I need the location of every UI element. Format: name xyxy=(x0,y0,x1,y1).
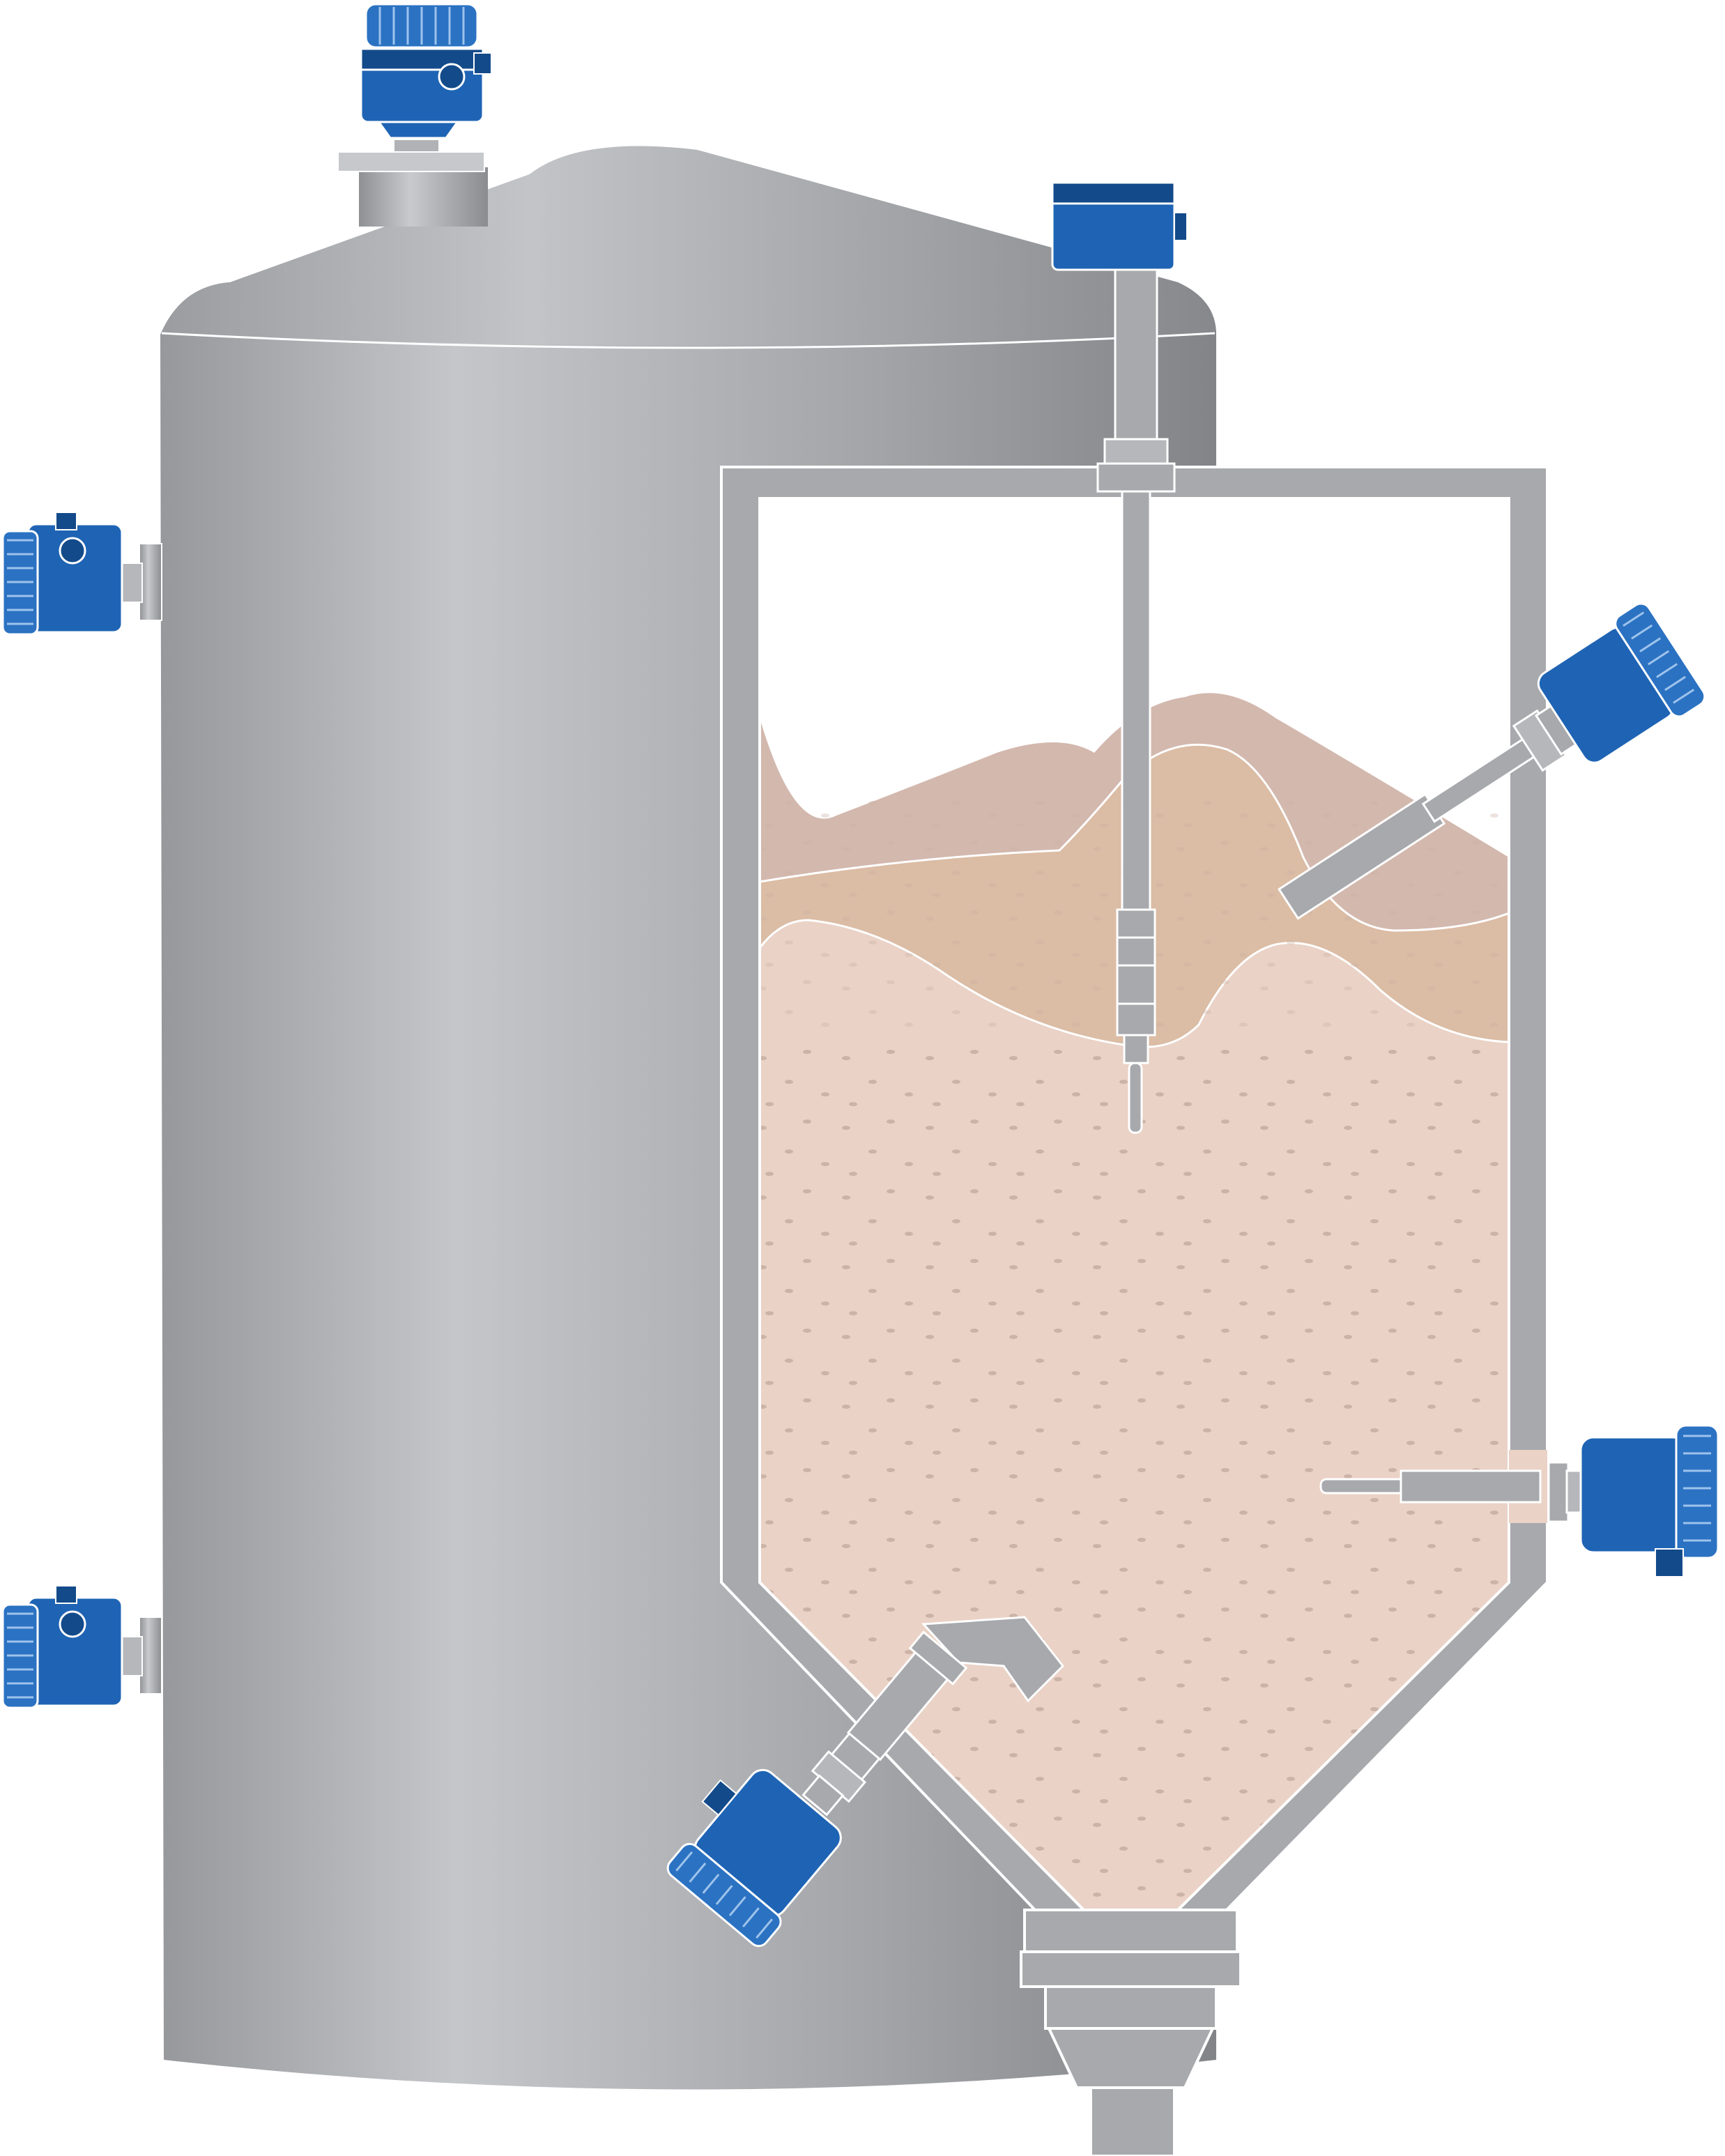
paddle-sensor-icon xyxy=(666,1616,1065,1948)
rod-probe-sensor-icon xyxy=(1051,181,1188,1134)
roof-nozzle xyxy=(337,139,488,227)
vibrating-fork-sensor-icon xyxy=(1278,602,1706,920)
side-sensor-icon xyxy=(1,1585,162,1709)
outlet-flange xyxy=(1020,1909,1242,2156)
side-sensor-icon xyxy=(1,512,162,636)
side-sensor-icon xyxy=(1319,1424,1719,1577)
radar-level-sensor-icon xyxy=(360,3,492,139)
